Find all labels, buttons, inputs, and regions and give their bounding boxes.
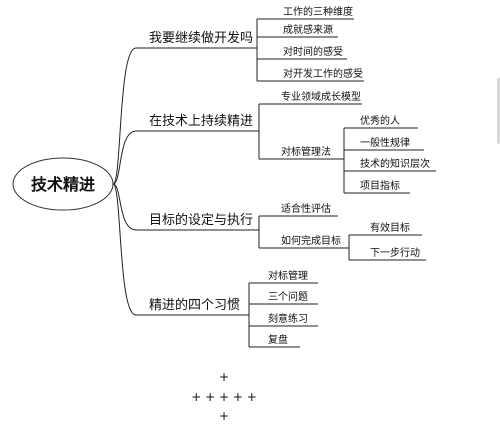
edge-root-branch-2 — [112, 130, 146, 185]
node-2-2-1-label: 优秀的人 — [360, 114, 400, 127]
edge-branch-3-children — [254, 215, 266, 249]
node-4-3-label: 刻意练习 — [268, 312, 308, 325]
edge-branch-1-children — [252, 18, 264, 82]
node-1-3-label: 对时间的感受 — [283, 45, 343, 58]
node-3-2-1-label: 有效目标 — [370, 221, 410, 234]
branch-1[interactable]: 我要继续做开发吗 — [146, 30, 253, 49]
branch-2[interactable]: 在技术上持续精进 — [146, 114, 254, 132]
node-4-4-label: 复盘 — [268, 333, 288, 346]
node-3-1-label: 适合性评估 — [281, 202, 331, 215]
branch-4[interactable]: 精进的四个习惯 — [146, 297, 242, 316]
vertical-scrollbar[interactable] — [497, 78, 500, 144]
node-2-2-2-label: 一般性规律 — [360, 136, 410, 149]
branch-2-label: 在技术上持续精进 — [149, 114, 253, 129]
node-2-2-3-label: 技术的知识层次 — [360, 157, 430, 170]
branch-3-label: 目标的设定与执行 — [149, 212, 253, 228]
node-3-2-label: 如何完成目标 — [281, 234, 341, 247]
edge-branch-4-children — [242, 282, 256, 348]
branch-3[interactable]: 目标的设定与执行 — [146, 212, 254, 231]
node-4-1-label: 对标管理 — [268, 269, 308, 282]
zoom-controls[interactable]: + + + + + + + — [191, 370, 257, 423]
node-1-4-label: 对开发工作的感受 — [283, 67, 363, 80]
node-2-2-label: 对标管理法 — [281, 145, 331, 158]
plus-marker-bottom[interactable]: + — [219, 409, 229, 423]
node-2-1-label: 专业领域成长模型 — [281, 90, 361, 103]
node-1-2-label: 成就感来源 — [283, 23, 333, 36]
branch-1-label: 我要继续做开发吗 — [149, 30, 253, 46]
edge-branch-2-children — [254, 103, 266, 160]
edge-root-branch-4 — [112, 183, 146, 316]
node-3-2-2-label: 下一步行动 — [370, 246, 420, 259]
node-2-2-4-label: 项目指标 — [360, 179, 400, 192]
edge-root-branch-3 — [112, 183, 146, 231]
plus-marker-top[interactable]: + — [219, 370, 229, 384]
edge-root-branch-1 — [112, 47, 146, 185]
plus-marker-row[interactable]: + + + + + — [191, 390, 257, 404]
root-node[interactable]: 技术精进 — [12, 157, 114, 211]
branch-4-label: 精进的四个习惯 — [149, 297, 240, 313]
node-4-2-label: 三个问题 — [268, 290, 308, 303]
root-label: 技术精进 — [31, 175, 95, 194]
edge-node-3-2-children — [344, 234, 356, 261]
edge-node-2-2-children — [338, 127, 350, 194]
node-1-1-label: 工作的三种维度 — [283, 5, 353, 18]
